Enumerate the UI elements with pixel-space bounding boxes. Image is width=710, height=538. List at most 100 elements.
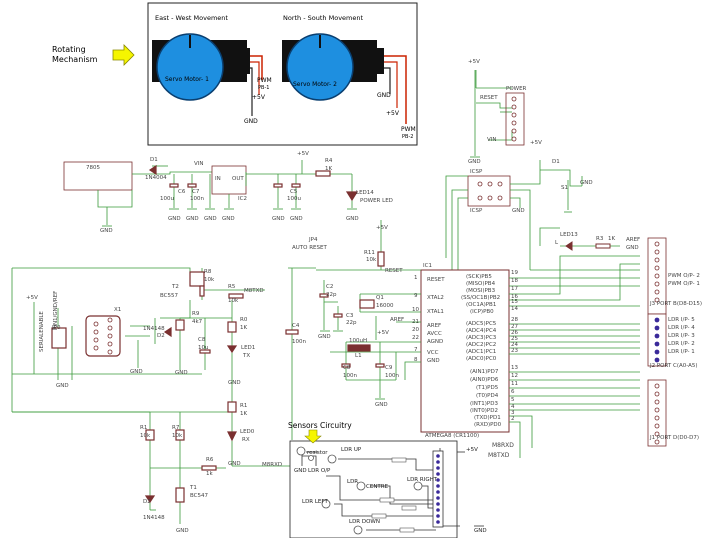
d1-right-label: D1 (552, 159, 560, 165)
mcu-ic1 (420, 269, 510, 433)
gnd-8: GND (346, 216, 359, 222)
c8-mcu-val: 100n (343, 373, 357, 379)
pin-left-2: XTAL1 (427, 309, 444, 315)
icsp-pins (477, 181, 503, 201)
ldr-label-2: LDR I/P- 3 (668, 333, 695, 339)
pin-left-5: AGND (427, 339, 444, 345)
c7-label: C7 (192, 189, 200, 195)
pin-c-2: (ADC3)PC3 (466, 335, 497, 341)
d2b-part: 1N4148 (143, 515, 165, 521)
pin-c-5: (ADC0)PC0 (466, 356, 497, 362)
d2a-part: 1N4148 (143, 326, 165, 332)
icsp-gnd: GND (512, 208, 525, 214)
icsp-header (445, 160, 541, 287)
pin-num-d-3: 6 (511, 389, 515, 395)
c4-label: C4 (292, 323, 300, 329)
pin-num-left-2: 10 (412, 307, 419, 313)
jp0-label: JP0 (52, 325, 61, 331)
pin-num-d-7: 2 (511, 416, 515, 422)
pin-d-3: (T0)PD4 (476, 393, 499, 399)
pin-b-0: (SCK)PB5 (466, 274, 492, 280)
c4-val: 100n (292, 339, 306, 345)
servo2-gnd: GND (377, 92, 391, 99)
power-supply-section (63, 160, 353, 225)
sensor-ldr-down: LDR DOWN (349, 519, 380, 525)
pwm2-label: PWM O/P- 2 (668, 273, 700, 279)
led13-r-val: 1K (608, 236, 616, 242)
pin-num-b-2: 17 (511, 286, 518, 292)
d1-label: D1 (150, 157, 158, 163)
c2-val: 22p (326, 292, 337, 298)
led13-label: LED13 (560, 232, 578, 238)
pin-d-7: (RXD)PD0 (474, 422, 502, 428)
power-header-gnd: GND (468, 159, 481, 165)
sensor-ldr-up: LDR UP (341, 447, 362, 453)
r5-val: 10k (228, 298, 239, 304)
serial-components (51, 271, 299, 504)
pin-num-c-3: 25 (511, 336, 518, 342)
r5-label: R5 (228, 284, 236, 290)
sensor-gnd-2: GND (474, 528, 487, 534)
gnd-6: GND (272, 216, 285, 222)
r11-label: R11 (364, 250, 375, 256)
pin-b-4: (OC1A)PB1 (466, 302, 497, 308)
ldr-label-4: LDR I/P- 1 (668, 349, 695, 355)
c3-label: C3 (346, 313, 354, 319)
m8txd-top: M8TXD (244, 288, 264, 294)
u1-label: 7805 (86, 165, 100, 171)
pin-left-6: VCC (427, 350, 439, 356)
tx-label: TX (243, 353, 251, 359)
pin-left-7: GND (427, 358, 440, 364)
ldr-label-1: LDR I/P- 4 (668, 325, 695, 331)
led0-label: LED0 (240, 429, 255, 435)
pin-d-4: (INT1)PD3 (470, 401, 498, 407)
icsp-label: ICSP (470, 169, 483, 175)
pin-b-2: (MOSI)PB3 (466, 288, 496, 294)
pin-num-b-0: 19 (511, 270, 518, 276)
led13-r: R3 (596, 236, 604, 242)
s1-label: S1 (561, 185, 568, 191)
pin-num-d-2: 11 (511, 381, 518, 387)
mcu-vcc: +5V (376, 225, 388, 231)
serial-gnd-2: GND (130, 369, 143, 375)
r4-label: R4 (325, 158, 333, 164)
c5-label: C5 (290, 189, 298, 195)
serial-vcc: +5V (26, 295, 38, 301)
serial-gnd-6: GND (176, 528, 189, 534)
c7-val: 100n (190, 196, 204, 202)
ic2-out: OUT (232, 176, 244, 182)
pin-c-3: (ADC2)PC2 (466, 342, 497, 348)
r1a-val: 1K (240, 411, 248, 417)
sensor-centre: CENTRE (366, 484, 389, 490)
c5-val: 100u (287, 196, 301, 202)
pin-num-left-3: 21 (412, 319, 419, 325)
r11-val: 10k (366, 257, 377, 263)
ic2-in: IN (215, 176, 221, 182)
pin-num-b-3: 16 (511, 294, 518, 300)
r9-val: 4k7 (192, 319, 203, 325)
jp4-label: JP4 (309, 237, 318, 243)
c6-val: 100u (160, 196, 174, 202)
r7-label: R7 (172, 425, 180, 431)
pin-num-c-4: 24 (511, 342, 518, 348)
power-header-pins (511, 96, 517, 142)
rx-label: RX (242, 437, 250, 443)
pin-num-c-0: 28 (511, 317, 518, 323)
t2-part: BC557 (160, 293, 179, 299)
power-led-label: POWER LED (360, 198, 393, 204)
sensor-resistor: resistor (307, 450, 328, 456)
j3-label: J3 PORT B(D8-D15) (650, 301, 703, 307)
c6-label: C6 (178, 189, 186, 195)
power-header-reset: RESET (480, 95, 498, 101)
pin-num-c-2: 26 (511, 330, 518, 336)
pin-num-left-6: 7 (414, 347, 418, 353)
mcu-gnd-1: GND (318, 334, 331, 340)
j1-header (647, 379, 667, 447)
port-c-wiring (509, 323, 640, 355)
aref-label: AREF (390, 317, 405, 323)
pin-num-d-4: 5 (511, 397, 515, 403)
icsp-vcc: +5V (530, 140, 542, 146)
sensor-header (432, 450, 444, 528)
db9-pins (93, 317, 113, 355)
